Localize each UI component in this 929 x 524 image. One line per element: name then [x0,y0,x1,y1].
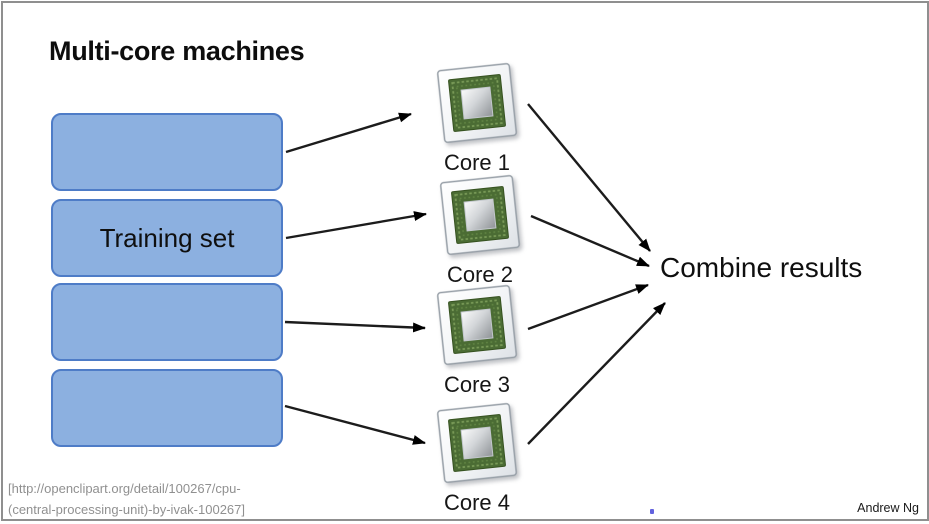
arrow-box1-to-core1 [285,112,412,154]
core-1-label: Core 1 [443,150,511,175]
arrow-core3-to-combine [527,283,649,331]
arrow-core2-to-combine [530,214,650,268]
training-set-box-1 [51,113,283,191]
cpu-chip-icon [436,284,517,365]
core-1-group: Core 1 [435,66,519,176]
training-set-box-3 [51,283,283,361]
core-4-group: Core 4 [435,406,519,516]
cursor-artifact [650,509,654,514]
core-2-group: Core 2 [438,178,522,288]
arrow-box3-to-core3 [284,320,426,333]
training-set-label: Training set [99,222,235,253]
arrow-box4-to-core4 [284,404,426,445]
core-4-label: Core 4 [443,490,511,515]
attribution: [http://openclipart.org/detail/100267/cp… [8,478,245,520]
arrow-box2-to-core2 [285,211,427,240]
slide-title: Multi-core machines [49,36,305,66]
combine-results-label: Combine results [660,252,863,283]
core-2-label: Core 2 [446,262,514,287]
author-credit: Andrew Ng [857,501,919,515]
training-set-box-2: Training set [51,199,283,277]
cpu-chip-icon [439,174,520,255]
arrow-core1-to-combine [527,103,651,252]
attribution-line-2: (central-processing-unit)-by-ivak-100267… [8,502,245,517]
attribution-line-1: [http://openclipart.org/detail/100267/cp… [8,481,241,496]
training-set-box-4 [51,369,283,447]
core-3-group: Core 3 [435,288,519,398]
cpu-chip-icon [436,62,517,143]
core-3-label: Core 3 [443,372,511,397]
cpu-chip-icon [436,402,517,483]
arrow-core4-to-combine [527,302,666,445]
